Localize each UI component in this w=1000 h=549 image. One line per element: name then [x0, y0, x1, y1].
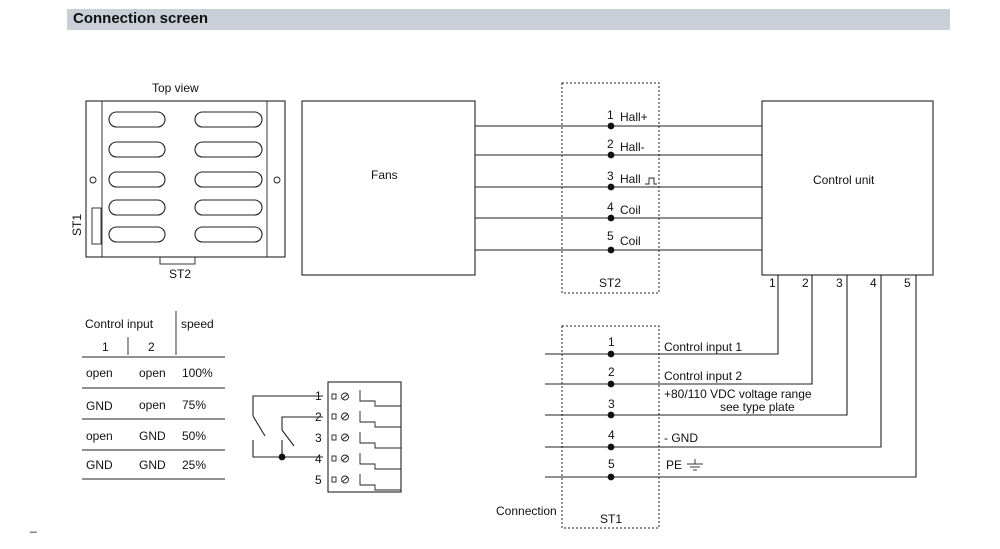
- mount-hole-right: [273, 176, 281, 184]
- st1-pin-5: 5 PE: [607, 457, 703, 481]
- st2-block: [561, 82, 660, 294]
- header-control-input: Control input: [85, 317, 154, 331]
- st2-block-label: ST2: [599, 276, 621, 290]
- svg-text:see type plate: see type plate: [720, 400, 795, 414]
- terminal-pin-numbers: 1 2 3 4 5: [315, 389, 322, 487]
- st1-pin-4: 4 - GND: [607, 428, 698, 451]
- st1-side-label: ST1: [70, 214, 84, 236]
- svg-text:4: 4: [608, 428, 615, 442]
- st2-connector: [159, 256, 196, 265]
- svg-text:2: 2: [802, 276, 809, 290]
- switch-2-icon: [281, 429, 295, 447]
- svg-text:75%: 75%: [182, 398, 206, 412]
- control-unit-box: [761, 100, 934, 276]
- svg-text:PE: PE: [666, 458, 682, 472]
- svg-text:5: 5: [315, 473, 322, 487]
- svg-text:5: 5: [608, 457, 615, 471]
- svg-text:open: open: [139, 398, 166, 412]
- svg-text:3: 3: [608, 397, 615, 411]
- header-input-1: 1: [102, 340, 109, 354]
- switch-wiring: [252, 395, 323, 461]
- svg-text:4: 4: [315, 452, 322, 466]
- control-unit-label: Control unit: [813, 173, 875, 187]
- st2-pin-5: 5 Coil: [607, 229, 641, 254]
- svg-text:open: open: [139, 366, 166, 380]
- table-row: open GND 50%: [86, 429, 206, 443]
- svg-text:1: 1: [769, 276, 776, 290]
- svg-text:4: 4: [607, 200, 614, 214]
- svg-text:Coil: Coil: [620, 234, 641, 248]
- svg-text:- GND: - GND: [664, 431, 698, 445]
- svg-text:+80/110 VDC voltage range: +80/110 VDC voltage range: [664, 387, 812, 401]
- svg-text:GND: GND: [139, 429, 166, 443]
- top-view-housing: [85, 100, 286, 258]
- top-view-label: Top view: [152, 81, 199, 95]
- table-row: GND open 75%: [86, 398, 206, 413]
- st2-bottom-label: ST2: [169, 267, 191, 281]
- fans-label: Fans: [371, 168, 398, 182]
- mount-hole-left: [89, 176, 97, 184]
- svg-text:2: 2: [608, 365, 615, 379]
- st1-pin-1: 1 Control input 1: [607, 335, 742, 358]
- st1-block-label: ST1: [600, 512, 622, 526]
- st1-pin-2: 2 Control input 2: [607, 365, 742, 388]
- connection-label: Connection: [496, 504, 557, 518]
- svg-text:Coil: Coil: [620, 203, 641, 217]
- fans-box: [301, 100, 476, 276]
- header-bar: Connection screen: [67, 9, 950, 30]
- svg-text:GND: GND: [86, 399, 113, 413]
- terminal-housing: [327, 381, 402, 493]
- ground-icon: [687, 459, 703, 471]
- svg-text:Control input 2: Control input 2: [664, 369, 742, 383]
- st1-connector: [91, 207, 102, 245]
- svg-text:GND: GND: [139, 458, 166, 472]
- svg-text:Hall: Hall: [620, 172, 641, 186]
- control-unit-wires: [545, 275, 917, 478]
- svg-text:100%: 100%: [182, 366, 213, 380]
- switch-1-icon: [252, 415, 266, 437]
- svg-text:open: open: [86, 429, 113, 443]
- svg-text:3: 3: [836, 276, 843, 290]
- table-row: GND GND 25%: [86, 458, 206, 472]
- svg-text:1: 1: [608, 335, 615, 349]
- svg-text:3: 3: [315, 431, 322, 445]
- svg-text:5: 5: [904, 276, 911, 290]
- svg-text:25%: 25%: [182, 458, 206, 472]
- speed-table: Control input speed 1 2 open open 100% G…: [82, 311, 225, 480]
- vent-slots: [108, 111, 263, 243]
- page-title: Connection screen: [73, 10, 209, 27]
- svg-text:Hall-: Hall-: [620, 140, 645, 154]
- svg-text:GND: GND: [86, 458, 113, 472]
- terminal-block: 1 2 3 4 5: [252, 381, 402, 493]
- table-row: open open 100%: [86, 366, 213, 380]
- st2-pin-2: 2 Hall-: [607, 137, 645, 159]
- header-input-2: 2: [148, 340, 155, 354]
- terminal-clamps: [359, 390, 401, 491]
- pulse-signal-icon: [645, 177, 657, 185]
- svg-text:5: 5: [607, 229, 614, 243]
- svg-text:open: open: [86, 366, 113, 380]
- st2-pin-1: 1 Hall+: [607, 108, 648, 130]
- st2-pin-4: 4 Coil: [607, 200, 641, 222]
- st2-pin-3: 3 Hall: [607, 169, 657, 191]
- svg-text:3: 3: [607, 169, 614, 183]
- footnote: _: [29, 519, 37, 533]
- control-unit-pins: 1 2 3 4 5: [769, 276, 911, 290]
- svg-text:50%: 50%: [182, 429, 206, 443]
- svg-text:4: 4: [870, 276, 877, 290]
- svg-text:Control input 1: Control input 1: [664, 340, 742, 354]
- st1-block: [561, 325, 660, 529]
- fan-wires: [475, 125, 762, 251]
- header-speed: speed: [181, 317, 214, 331]
- svg-text:1: 1: [607, 108, 614, 122]
- top-view: Top view ST1 ST2: [70, 81, 286, 281]
- svg-text:Hall+: Hall+: [620, 110, 648, 124]
- svg-text:2: 2: [607, 137, 614, 151]
- st1-pin-3: 3 +80/110 VDC voltage range see type pla…: [607, 387, 812, 419]
- terminal-screws: [331, 392, 349, 484]
